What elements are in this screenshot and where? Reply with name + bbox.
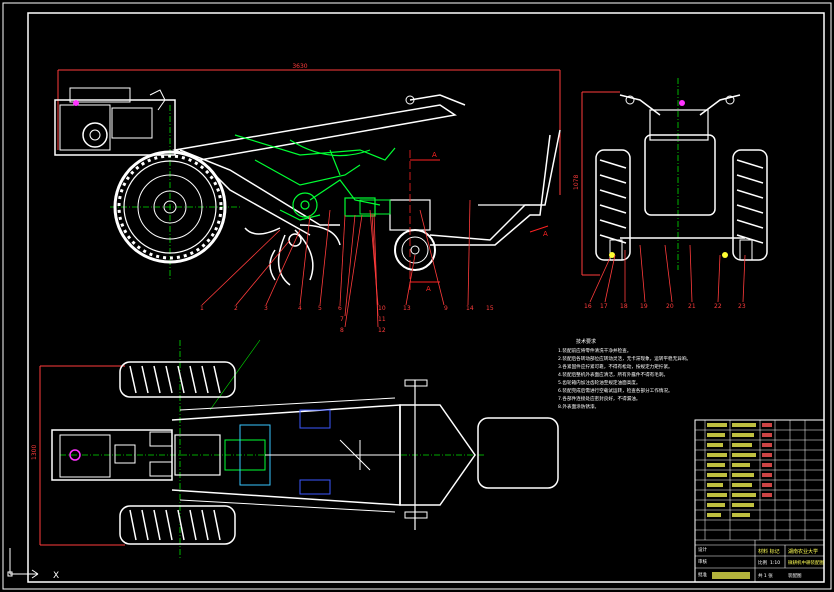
title-block-scale-label: 比例: [758, 559, 767, 566]
plan-width-text: 1300: [31, 445, 38, 460]
front-right-tire: [732, 149, 768, 261]
section-label-right: A: [543, 230, 548, 238]
front-left-tire: [595, 149, 631, 261]
balloon-4: 4: [298, 305, 302, 312]
title-block: 材料 标记 湖南农业大学 微耕机中耕装配图 比例 1:10 设计 审核 批准 共…: [694, 419, 825, 583]
plan-tire-top: [119, 361, 236, 398]
side-view: 3630: [54, 63, 561, 328]
section-label-bottom: A: [426, 285, 431, 293]
title-block-material: 材料 标记: [758, 548, 780, 555]
note-line-8: 8.外表面涂防锈漆。: [558, 403, 599, 410]
note-line-2: 2.装配后各转动部位应转动灵活，无卡滞现象，运转平稳无异响。: [558, 355, 691, 362]
note-line-6: 6.装配完成后需进行空载试运转，检查各部分工作情况。: [558, 387, 673, 394]
trailer-frame: [429, 129, 561, 241]
note-line-1: 1.装配前应将零件清洗干净并检查。: [558, 347, 631, 354]
engine-block: [54, 99, 176, 156]
balloon-2: 2: [234, 305, 238, 312]
balloon-9: 9: [444, 305, 448, 312]
title-block-designer: 设计: [698, 546, 707, 553]
title-block-sheet: 共 1 张: [758, 572, 773, 579]
plan-view: 1300: [31, 339, 559, 560]
notes-heading: 技术要求: [576, 338, 596, 345]
balloon-7: 7: [340, 316, 344, 323]
balloon-10: 10: [378, 305, 386, 312]
rear-small-wheel: [394, 229, 436, 271]
title-block-drawing-no: 装配图: [788, 572, 802, 579]
plan-hitch: [399, 404, 476, 506]
balloon-13: 13: [403, 305, 411, 312]
note-line-4: 4.装配后整机外表面应清洁，所有外露件不得有毛刺。: [558, 371, 668, 378]
title-block-school: 湖南农业大学: [788, 548, 818, 555]
technical-notes: 技术要求 1.装配前应将零件清洗干净并检查。 2.装配后各转动部位应转动灵活，无…: [558, 338, 691, 410]
balloon-14: 14: [466, 305, 474, 312]
section-label-top: A: [432, 151, 437, 159]
front-view: 1078: [573, 78, 768, 310]
title-block-title: 微耕机中耕装配图: [788, 559, 824, 566]
balloon-22: 22: [714, 303, 722, 310]
plan-gearbox: [224, 409, 400, 495]
balloon-3: 3: [264, 305, 268, 312]
title-block-approver: 批准: [698, 571, 707, 578]
overall-dimension-text: 3630: [292, 63, 307, 70]
inner-border: [27, 12, 825, 583]
balloon-16: 16: [584, 303, 592, 310]
balloon-1: 1: [200, 305, 204, 312]
plan-seat: [477, 417, 559, 489]
plan-tire-bottom: [119, 505, 236, 545]
ucs-icon: [7, 548, 39, 579]
balloon-19: 19: [640, 303, 648, 310]
balloon-12: 12: [378, 327, 386, 334]
note-line-3: 3.各紧固件应拧紧可靠，不得有松动，按规定力矩拧紧。: [558, 363, 673, 370]
green-linkage: [234, 134, 396, 221]
balloon-6: 6: [338, 305, 342, 312]
balloon-17: 17: [600, 303, 608, 310]
note-line-7: 7.各部件连接处应密封良好，不得漏油。: [558, 395, 640, 402]
handlebar-frame: [172, 104, 457, 161]
side-balloons: 1 2 3 4 5 6 7 8 9 10 11 12 13 14 15: [200, 305, 494, 334]
note-line-5: 5.齿轮箱内加注齿轮油至规定油面高度。: [558, 379, 640, 386]
tiller-tines: [244, 224, 341, 286]
balloon-5: 5: [318, 305, 322, 312]
balloon-8: 8: [340, 327, 344, 334]
side-wheel: [113, 150, 227, 264]
title-block-checker: 审核: [698, 558, 707, 565]
balloon-20: 20: [666, 303, 674, 310]
balloon-11: 11: [378, 316, 386, 323]
balloon-21: 21: [688, 303, 696, 310]
title-block-scale-value: 1:10: [770, 560, 780, 566]
balloon-23: 23: [738, 303, 746, 310]
side-leaders: [201, 199, 471, 328]
front-height-text: 1078: [573, 175, 580, 190]
balloon-15: 15: [486, 305, 494, 312]
balloon-18: 18: [620, 303, 628, 310]
ucs-x-label: X: [53, 571, 59, 581]
